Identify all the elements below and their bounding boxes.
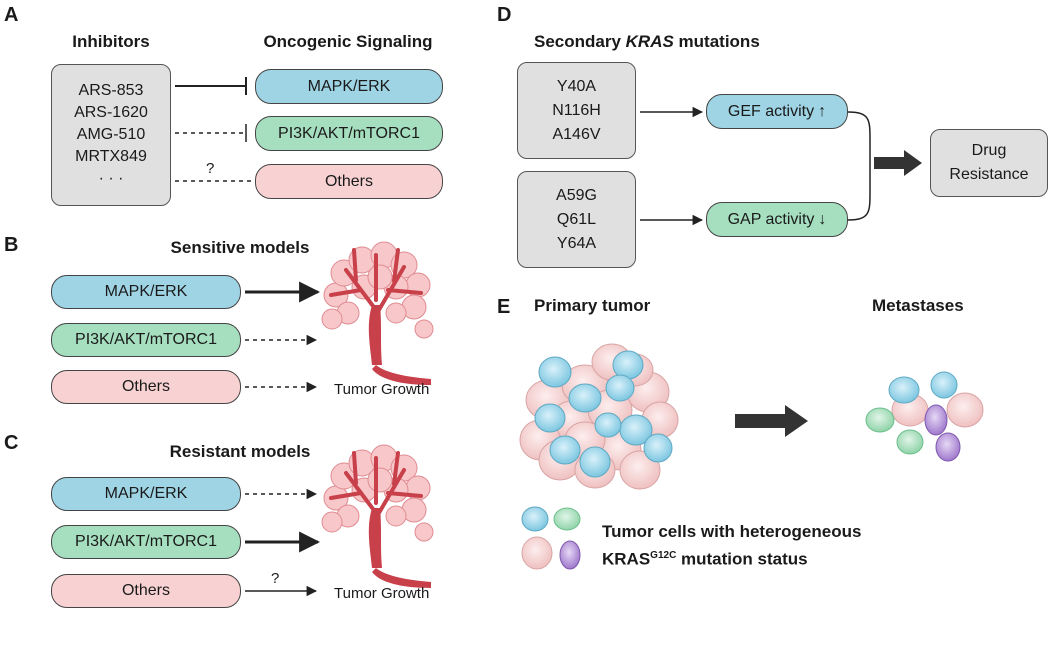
drug-resistance-line2: Resistance: [949, 166, 1029, 183]
legend-cells: [521, 506, 581, 570]
panel-c-arrows: [245, 488, 321, 597]
gap-activity-pill: GAP activity ↓: [706, 202, 848, 237]
pathway-mapk-c: MAPK/ERK: [51, 477, 241, 511]
tumor-tree-b: [321, 241, 434, 387]
mutation-item: Y40A: [556, 77, 597, 95]
pathway-pi3k-c: PI3K/AKT/mTORC1: [51, 525, 241, 559]
unknown-mark-c: ?: [271, 570, 280, 587]
pathway-mapk-b: MAPK/ERK: [51, 275, 241, 309]
legend-suffix: mutation status: [676, 549, 808, 569]
mutation-item: A146V: [552, 125, 601, 143]
panel-d-letter: D: [497, 4, 512, 26]
legend-gene: KRAS: [602, 549, 651, 569]
legend-superscript: G12C: [650, 550, 677, 561]
panel-a-letter: A: [4, 4, 19, 26]
inhibitor-more: · · ·: [98, 170, 124, 187]
inhibitors-box: ARS-853 ARS-1620 AMG-510 MRTX849 · · ·: [51, 64, 171, 206]
gap-activity-label: GAP activity: [727, 210, 815, 228]
pathway-pi3k-b: PI3K/AKT/mTORC1: [51, 323, 241, 357]
pathway-others-c: Others: [51, 574, 241, 608]
legend-line2: KRASG12C mutation status: [602, 544, 861, 572]
inhibitor-item: ARS-853: [78, 82, 144, 99]
inhibitor-item: MRTX849: [75, 148, 147, 165]
resistance-arrow: [874, 150, 922, 176]
panel-e-letter: E: [497, 296, 511, 318]
tumor-growth-label-c: Tumor Growth: [334, 585, 430, 602]
metastases-label: Metastases: [872, 296, 964, 315]
panel-d-arrows: [640, 106, 922, 226]
pathway-pi3k-a: PI3K/AKT/mTORC1: [255, 116, 443, 151]
mutation-item: A59G: [556, 186, 597, 204]
drug-resistance-box: Drug Resistance: [930, 129, 1048, 197]
gef-activity-pill: GEF activity ↑: [706, 94, 848, 129]
drug-resistance-line1: Drug: [971, 142, 1007, 159]
resistant-title: Resistant models: [169, 442, 311, 461]
gef-activity-label: GEF activity: [727, 102, 815, 120]
gef-mutations-box: Y40A N116H A146V: [517, 62, 636, 159]
legend-line1: Tumor cells with heterogeneous: [602, 522, 862, 541]
secondary-mutations-title: Secondary KRAS mutations: [534, 32, 760, 51]
panel-c-letter: C: [4, 432, 19, 454]
inhibitor-item: ARS-1620: [74, 104, 148, 121]
panel-b-letter: B: [4, 234, 19, 256]
signaling-header: Oncogenic Signaling: [263, 32, 433, 51]
tumor-growth-label-b: Tumor Growth: [334, 381, 430, 398]
panel-a-connectors: [175, 77, 252, 182]
primary-tumor-cluster: [519, 343, 679, 490]
inhibitor-item: AMG-510: [76, 126, 146, 143]
panel-b-arrows: [245, 281, 321, 393]
primary-tumor-label: Primary tumor: [534, 296, 651, 315]
mutation-item: N116H: [552, 101, 601, 119]
metastasis-arrow: [735, 405, 808, 437]
kras-gene-name: KRAS: [625, 32, 674, 51]
arrow-up-icon: ↑: [818, 102, 827, 120]
pathway-others-a: Others: [255, 164, 443, 199]
legend-caption: Tumor cells with heterogeneous KRASG12C …: [602, 520, 861, 572]
gap-mutations-box: A59G Q61L Y64A: [517, 171, 636, 268]
mutation-item: Y64A: [556, 234, 597, 252]
inhibitors-header: Inhibitors: [72, 32, 150, 51]
bracket-connector: [847, 111, 871, 221]
pathway-others-b: Others: [51, 370, 241, 404]
mutation-item: Q61L: [556, 210, 597, 228]
tumor-tree-c: [321, 444, 434, 590]
sensitive-title: Sensitive models: [170, 238, 310, 257]
arrow-down-icon: ↓: [818, 210, 827, 228]
pathway-mapk-a: MAPK/ERK: [255, 69, 443, 104]
unknown-mark-a: ?: [206, 160, 215, 177]
metastases-cluster: [865, 371, 984, 462]
